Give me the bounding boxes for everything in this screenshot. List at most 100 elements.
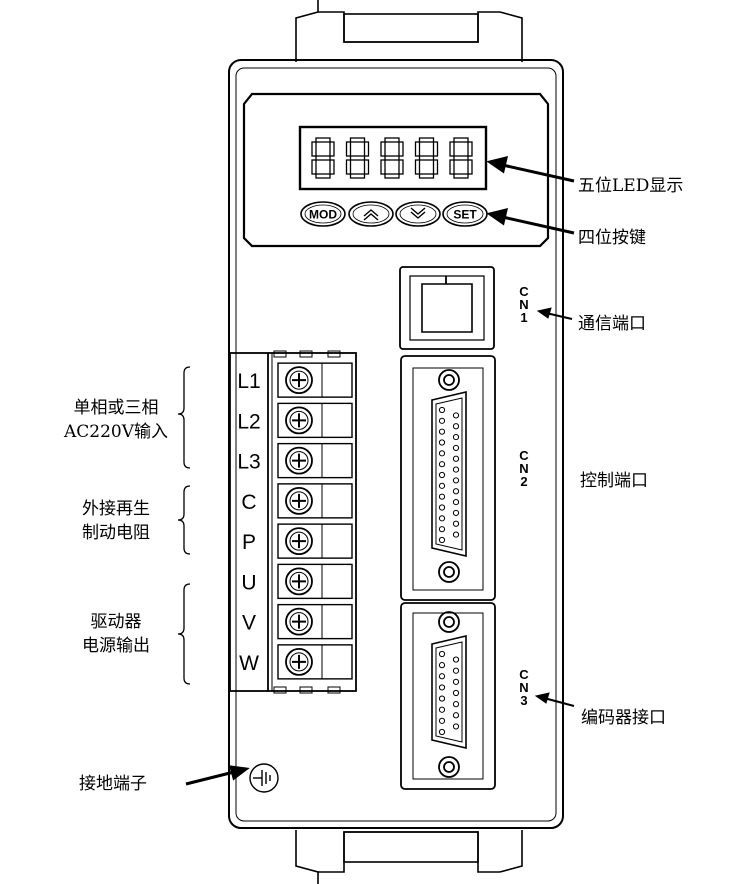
set-button[interactable]: SET xyxy=(442,201,488,227)
led-segment xyxy=(414,159,421,175)
connector-pin xyxy=(452,723,460,730)
terminal-label: C xyxy=(241,491,256,514)
chevron-up-icon xyxy=(363,209,379,221)
terminal-c: C xyxy=(241,483,353,519)
led-segment xyxy=(384,173,400,179)
callout-motor-line1: 驱动器 xyxy=(90,612,142,632)
connector-pin xyxy=(438,662,446,669)
led-segment xyxy=(418,155,435,161)
connector-pin xyxy=(452,689,460,697)
callout-keys: 四位按键 xyxy=(578,228,646,248)
led-segment xyxy=(380,159,386,175)
connector-pin xyxy=(452,656,460,663)
led-segment xyxy=(398,159,404,175)
led-segment xyxy=(311,141,317,157)
terminal-label: V xyxy=(242,612,256,635)
callout-comm-port: 通信端口 xyxy=(578,314,646,334)
connector-pin xyxy=(438,536,446,544)
connector-pin xyxy=(452,678,460,685)
led-segment xyxy=(315,155,331,161)
connector-pin xyxy=(438,526,446,533)
led-segment xyxy=(467,141,473,157)
led-segment xyxy=(467,159,473,175)
led-digit xyxy=(414,137,439,179)
led-segment xyxy=(398,141,404,157)
driver-housing xyxy=(228,59,564,829)
connector-pin xyxy=(452,520,460,527)
arrow-ground xyxy=(185,769,239,786)
down-button[interactable] xyxy=(395,201,441,227)
connector-pin xyxy=(452,477,460,484)
connector-pin xyxy=(452,667,460,674)
connector-pin xyxy=(438,461,446,468)
up-button[interactable] xyxy=(348,201,394,227)
connector-pin xyxy=(452,712,460,719)
terminal-label: W xyxy=(239,652,259,675)
connector-pin xyxy=(438,695,446,702)
connector-pin xyxy=(438,450,446,457)
mod-button[interactable]: MOD xyxy=(300,201,346,227)
connector-pin xyxy=(452,466,460,473)
connector-pin xyxy=(438,406,446,414)
callout-ground: 接地端子 xyxy=(79,774,147,794)
connector-pin xyxy=(438,493,446,500)
led-segment xyxy=(345,141,352,157)
led-digit xyxy=(345,137,370,179)
callout-power-input-line2: AC220V输入 xyxy=(63,422,168,442)
top-mounting-bracket xyxy=(295,0,523,62)
arrow-keys xyxy=(497,214,575,235)
screw-icon xyxy=(285,446,313,475)
led-segment xyxy=(432,141,439,157)
screw-icon xyxy=(285,647,313,676)
led-segment xyxy=(315,173,331,179)
terminal-w: W xyxy=(239,644,353,680)
callout-regen-line1: 外接再生 xyxy=(82,499,150,519)
led-segment xyxy=(349,137,366,143)
cn3-label-char: N xyxy=(519,680,528,695)
connector-pin xyxy=(452,455,460,462)
callout-encoder-port: 编码器接口 xyxy=(581,708,666,728)
terminal-l3: L3 xyxy=(237,442,353,479)
callout-control-port: 控制端口 xyxy=(580,471,648,491)
connector-pin xyxy=(438,428,446,435)
callout-motor-line2: 电源输出 xyxy=(82,636,150,656)
connector-pin xyxy=(438,717,446,724)
led-segment xyxy=(311,159,317,175)
led-segment xyxy=(345,159,352,175)
led-digit xyxy=(380,137,404,179)
terminal-label: U xyxy=(241,571,256,594)
connector-pin xyxy=(438,728,446,736)
connector-pin xyxy=(452,488,460,495)
terminal-l2: L2 xyxy=(237,402,353,439)
cn2-label-char: 2 xyxy=(520,474,527,489)
terminal-label: P xyxy=(242,531,256,554)
led-segment xyxy=(329,141,335,157)
led-digit xyxy=(311,137,335,179)
connector-pin xyxy=(452,498,460,506)
connector-pin xyxy=(452,444,460,452)
terminal-label: L1 xyxy=(237,370,260,393)
regen-brace xyxy=(177,485,191,555)
led-segment xyxy=(453,155,469,161)
screw-icon xyxy=(285,527,313,556)
led-segment xyxy=(414,141,421,157)
cn3-label-char: 3 xyxy=(520,693,527,708)
led-segment xyxy=(315,137,331,143)
led-segment xyxy=(329,159,335,175)
led-segment xyxy=(349,155,366,161)
led-segment xyxy=(349,173,366,179)
set-button-label: SET xyxy=(453,208,477,222)
callout-display: 五位LED显示 xyxy=(578,176,684,196)
arrow-cn1 xyxy=(545,312,573,320)
callout-motor-output: 驱动器 电源输出 xyxy=(56,610,176,658)
led-segment xyxy=(432,159,439,175)
led-segment xyxy=(384,137,400,143)
led-segment xyxy=(363,141,370,157)
connector-pin xyxy=(438,684,446,691)
motor-output-brace xyxy=(177,583,191,685)
callout-regen-line2: 制动电阻 xyxy=(82,523,150,543)
connector-pin xyxy=(438,482,446,489)
led-display xyxy=(298,125,488,191)
arrow-cn3 xyxy=(543,697,575,707)
